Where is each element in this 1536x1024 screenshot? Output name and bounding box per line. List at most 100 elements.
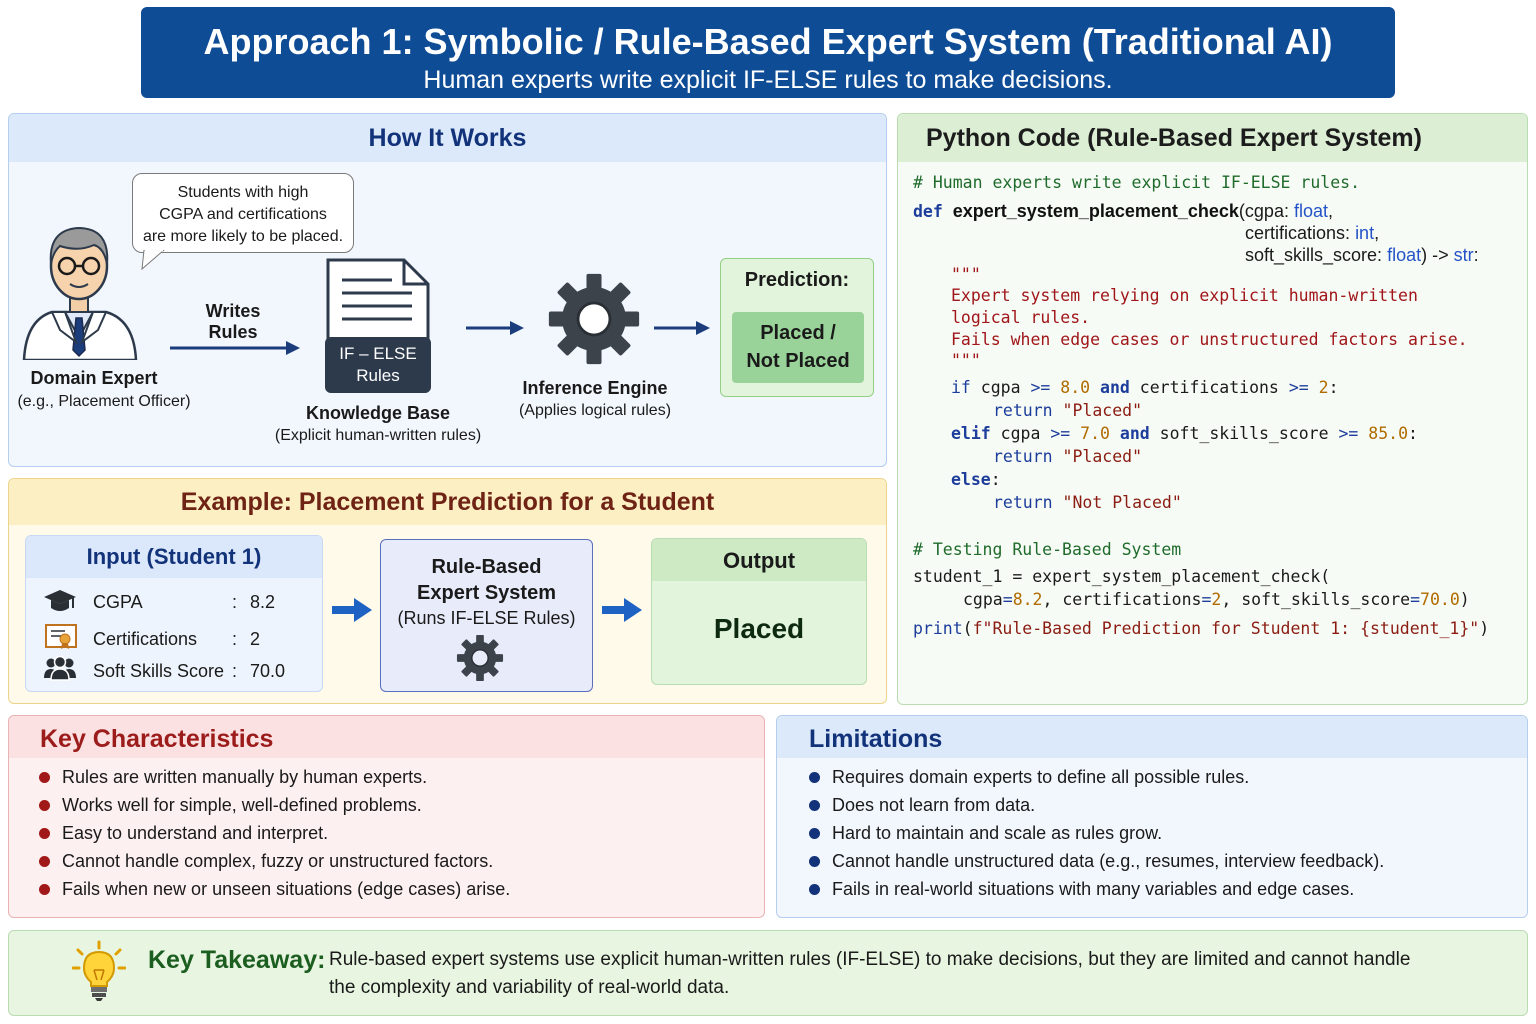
code-return-type: str — [1453, 245, 1474, 265]
graduation-cap-icon — [44, 590, 76, 611]
input-value-certifications: 2 — [250, 629, 261, 649]
speech-bubble: Students with high CGPA and certificatio… — [132, 173, 354, 253]
rule-based-system-sub: (Runs IF-ELSE Rules) — [397, 608, 576, 628]
key-takeaway-line-2: the complexity and variability of real-w… — [329, 977, 730, 998]
key-characteristics-panel: Key Characteristics Rules are written ma… — [8, 715, 765, 918]
code-comment-2-text: # Testing Rule-Based System — [913, 540, 1182, 559]
list-item-text: Cannot handle complex, fuzzy or unstruct… — [62, 851, 494, 871]
bullet-dot — [809, 856, 820, 867]
code-num-85: 85.0 — [1368, 424, 1409, 443]
list-item-text: Does not learn from data. — [832, 795, 1036, 815]
how-it-works-heading: How It Works — [9, 114, 886, 162]
code-return-keyword-3: return — [993, 493, 1053, 512]
kb-to-engine-arrow — [466, 321, 524, 335]
code-elif-keyword: elif — [951, 424, 991, 443]
people-icon — [44, 656, 76, 681]
code-arg-certifications: certifications — [1062, 590, 1202, 609]
code-comment-text: # Human experts write explicit IF-ELSE r… — [913, 173, 1361, 192]
rules-line: Rules — [356, 366, 400, 385]
list-item-text: Rules are written manually by human expe… — [62, 767, 428, 787]
speech-line-1: Students with high — [177, 184, 309, 201]
page-subtitle: Human experts write explicit IF-ELSE rul… — [423, 66, 1113, 94]
list-item: Fails when new or unseen situations (edg… — [39, 875, 510, 903]
code-elif-line: elif cgpa >= 7.0 and soft_skills_score >… — [951, 424, 1418, 443]
code-comment-1: # Human experts write explicit IF-ELSE r… — [913, 172, 1360, 194]
code-call-line: student_1 = expert_system_placement_chec… — [913, 567, 1331, 586]
inference-engine-sub: (Applies logical rules) — [518, 402, 672, 419]
list-item: Cannot handle unstructured data (e.g., r… — [809, 847, 1384, 875]
domain-expert-sub: (e.g., Placement Officer) — [17, 393, 191, 410]
key-takeaway-label: Key Takeaway: — [148, 946, 326, 974]
list-item: Easy to understand and interpret. — [39, 819, 510, 847]
bullet-dot — [809, 828, 820, 839]
speech-bubble-tail — [141, 250, 165, 271]
output-box: Output Placed — [651, 538, 867, 685]
output-value: Placed — [713, 613, 805, 644]
list-item: Does not learn from data. — [809, 791, 1384, 819]
input-to-system-arrow — [332, 598, 372, 622]
code-print-keyword: print — [913, 619, 963, 638]
code-comment-2: # Testing Rule-Based System — [913, 539, 1181, 561]
input-value-soft-skills: 70.0 — [250, 661, 286, 681]
code-num-7: 7.0 — [1080, 424, 1110, 443]
knowledge-base-label: Knowledge Base — [305, 403, 451, 423]
writes-rules-line-1: Writes — [205, 301, 261, 321]
code-return-2: return "Placed" — [993, 446, 1142, 468]
input-label-cgpa: CGPA — [93, 592, 143, 612]
inference-engine-label: Inference Engine — [522, 378, 668, 398]
code-arg-cgpa: cgpa — [963, 590, 1003, 609]
limitations-panel: Limitations Requires domain experts to d… — [776, 715, 1528, 918]
input-heading: Input (Student 1) — [26, 536, 322, 578]
code-if-line: if cgpa >= 8.0 and certifications >= 2: — [951, 378, 1339, 397]
bullet-dot — [39, 772, 50, 783]
writes-rules-line-2: Rules — [208, 322, 258, 342]
code-num-8: 8.0 — [1060, 378, 1091, 397]
bullet-dot — [809, 772, 820, 783]
lightbulb-icon — [72, 940, 126, 1001]
input-sep-soft-skills: : — [232, 661, 238, 681]
key-characteristics-list: Rules are written manually by human expe… — [39, 763, 510, 903]
if-else-rules-box: IF – ELSE Rules — [325, 337, 431, 393]
prediction-line-2: Not Placed — [746, 350, 850, 372]
code-def-keyword: def — [913, 202, 943, 221]
code-param-soft-skills: soft_skills_score — [1245, 245, 1378, 265]
code-print-line: print(f"Rule-Based Prediction for Studen… — [913, 619, 1490, 638]
code-and-keyword: and — [1100, 378, 1130, 397]
prediction-title: Prediction: — [744, 269, 850, 291]
code-doc-line-1: Expert system relying on explicit human-… — [951, 286, 1418, 305]
certificate-icon — [45, 624, 77, 649]
code-if-keyword: if — [951, 378, 971, 397]
system-title-line-2: Expert System — [417, 582, 556, 604]
gear-icon — [548, 273, 640, 365]
code-param-line-3: soft_skills_score: float) -> str: — [1245, 245, 1479, 265]
system-title-line-1: Rule-Based — [431, 556, 542, 578]
document-icon — [326, 258, 430, 354]
list-item-text: Requires domain experts to define all po… — [832, 767, 1250, 787]
bullet-dot — [809, 884, 820, 895]
code-param-certifications: certifications — [1245, 223, 1346, 243]
code-str-placed: "Placed" — [1062, 401, 1143, 420]
output-heading: Output — [652, 539, 866, 581]
list-item: Hard to maintain and scale as rules grow… — [809, 819, 1384, 847]
bullet-dot — [39, 828, 50, 839]
system-to-output-arrow — [602, 598, 642, 622]
code-arg-cgpa-value: 8.2 — [1012, 590, 1043, 609]
writes-rules-arrow — [170, 341, 300, 355]
code-arg-soft-skills: soft_skills_score — [1241, 590, 1411, 609]
code-arg-cert-value: 2 — [1211, 590, 1222, 609]
code-print-string: f"Rule-Based Prediction for Student 1: {… — [972, 619, 1480, 638]
knowledge-base-sub: (Explicit human-written rules) — [274, 427, 482, 444]
bullet-dot — [39, 884, 50, 895]
list-item: Requires domain experts to define all po… — [809, 763, 1384, 791]
code-args-line: cgpa=8.2, certifications=2, soft_skills_… — [963, 590, 1470, 609]
code-doc-line-3: Fails when edge cases or unstructured fa… — [951, 330, 1468, 349]
speech-line-3: are more likely to be placed. — [142, 228, 344, 245]
list-item-text: Easy to understand and interpret. — [62, 823, 329, 843]
code-return-3: return "Not Placed" — [993, 492, 1182, 514]
list-item-text: Hard to maintain and scale as rules grow… — [832, 823, 1163, 843]
list-item-text: Works well for simple, well-defined prob… — [62, 795, 422, 815]
page-title: Approach 1: Symbolic / Rule-Based Expert… — [203, 21, 1333, 62]
prediction-line-1: Placed / — [760, 322, 836, 344]
bullet-dot — [39, 800, 50, 811]
key-takeaway-line-1: Rule-based expert systems use explicit h… — [329, 949, 1411, 970]
